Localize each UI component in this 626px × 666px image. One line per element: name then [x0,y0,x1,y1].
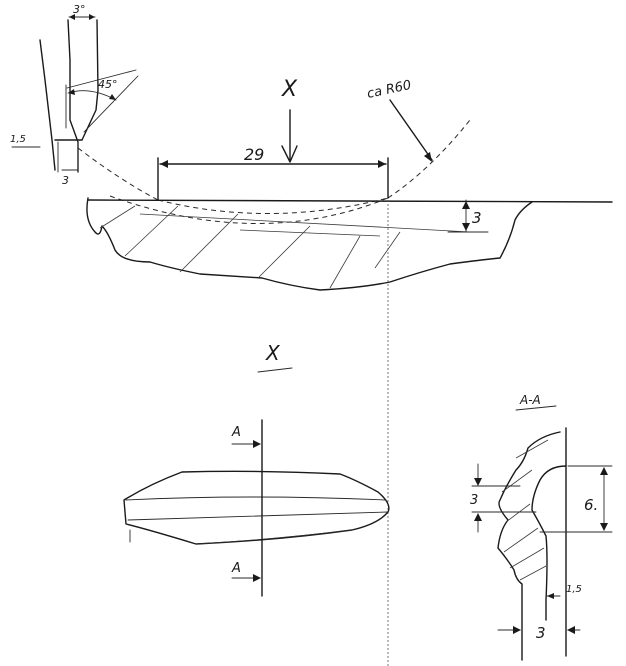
section-aa-title-underline [515,405,557,411]
tool-tip-label: 3 [62,174,69,187]
workpiece-section [86,197,613,291]
radius-leader [389,99,433,162]
length-dimension [157,157,389,201]
section-line-aa [231,419,263,597]
tool-flat-label: 1,5 [10,134,26,145]
tool-width-dimension [68,14,96,20]
section-edge-label: 1,5 [566,584,582,595]
height-label: 6. [584,496,598,514]
section-depth-label: 3 [470,493,478,508]
section-marker-bottom: A [231,561,241,576]
tool-angle-label: 45° [98,78,118,91]
length-label: 29 [244,145,264,164]
view-arrow-label: X [281,77,298,102]
section-width-dimension [497,626,581,634]
section-marker-top: A [231,425,241,440]
cut-arc-dashed [77,119,471,224]
section-aa-title: A-A [519,393,541,407]
depth-dimension [447,199,489,233]
depth-label: 3 [472,209,482,227]
section-aa-profile [497,427,567,661]
section-edge-dimension [545,593,561,599]
tool-width-label: 3° [73,3,86,16]
view-x-title-underline [257,367,293,373]
view-x-title: X [265,341,281,365]
tool-angle-dimension [67,89,117,101]
slot-outline [123,470,390,545]
cutting-tool [11,19,139,173]
height-dimension [539,465,613,533]
radius-label: ca R60 [366,78,413,102]
view-arrow [281,109,298,163]
section-width-label: 3 [536,624,546,642]
section-depth-dimension [471,463,537,533]
